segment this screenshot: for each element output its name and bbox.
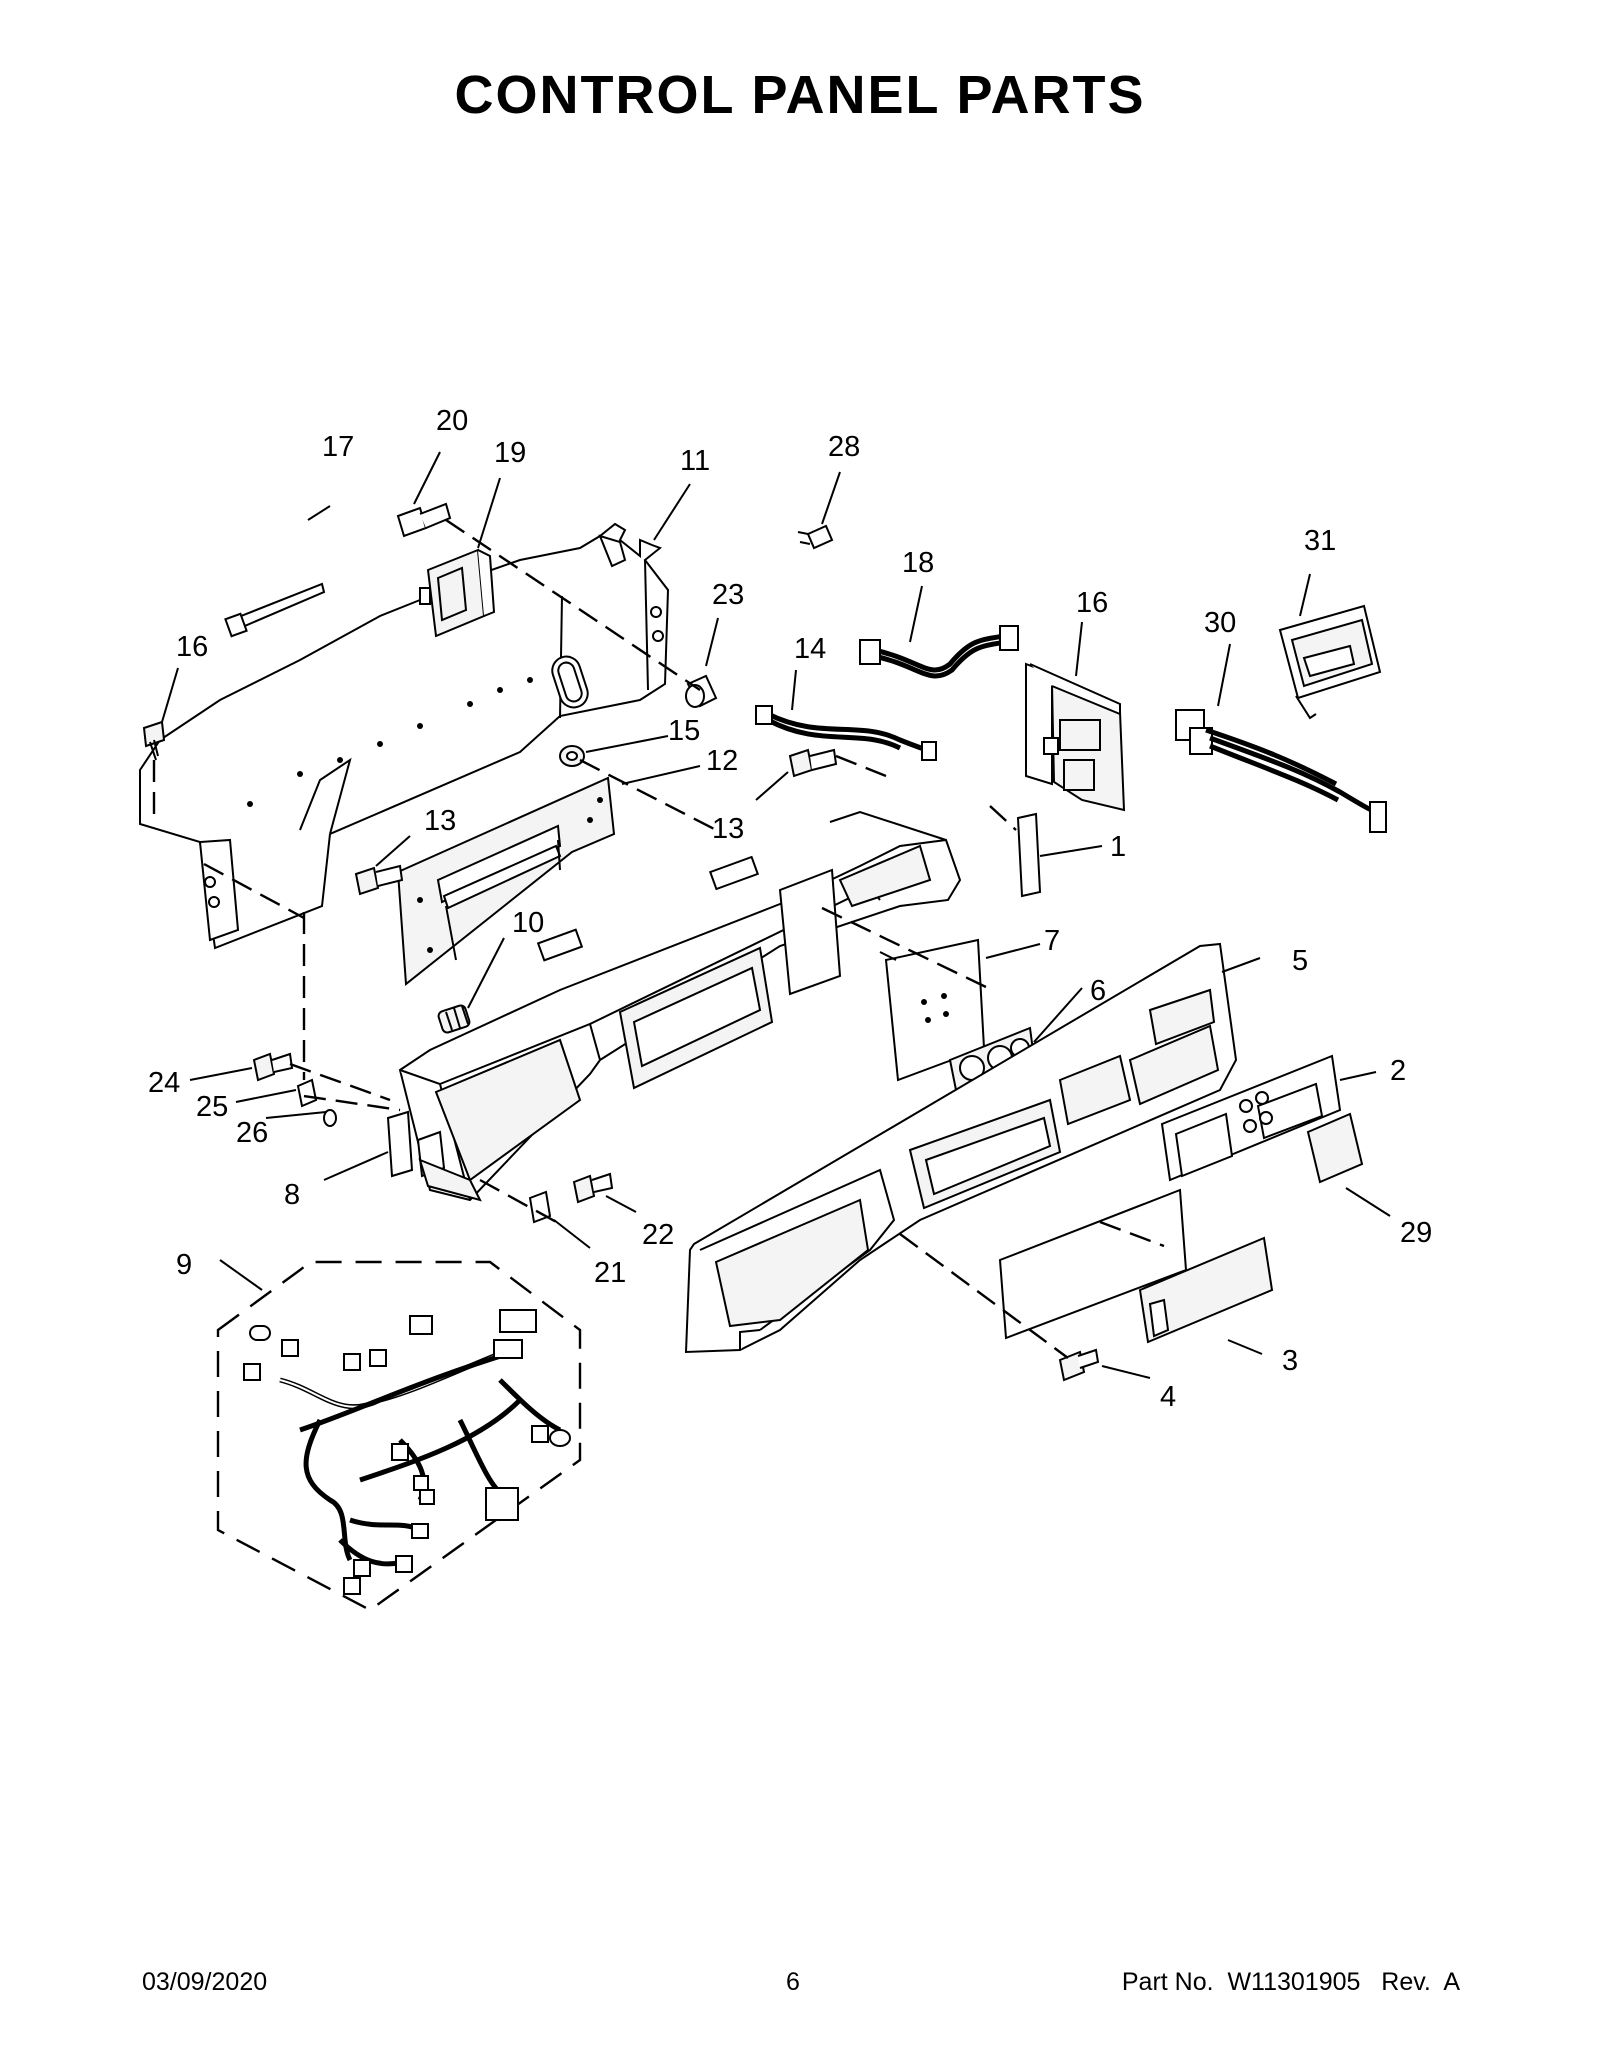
callout-2: 2 xyxy=(1390,1055,1406,1087)
part-29-cover xyxy=(1306,1112,1364,1184)
leader-lines xyxy=(161,451,1391,1379)
part-25-screw xyxy=(252,1052,294,1082)
callout-10: 10 xyxy=(512,907,544,939)
part-13-screw-right xyxy=(788,748,838,778)
callout-1: 1 xyxy=(1110,831,1126,863)
part-19-harness xyxy=(859,625,1019,679)
callout-12: 12 xyxy=(706,745,738,777)
callout-19: 18 xyxy=(902,547,934,579)
footer-part-number: Part No. W11301905 Rev. A xyxy=(1121,1968,1460,1996)
part-8-console-frame xyxy=(386,810,962,1202)
part-28-connector xyxy=(797,524,834,550)
callout-17: 16 xyxy=(1076,587,1108,619)
part-31-switch-module xyxy=(1278,604,1382,720)
callout-7: 7 xyxy=(1044,925,1060,957)
part-11-control-bracket xyxy=(139,522,670,950)
callout-23: 22 xyxy=(642,1219,674,1251)
callout-13-left: 13 xyxy=(424,805,456,837)
part-30-harness xyxy=(1175,709,1387,833)
callout-25: 24 xyxy=(148,1067,180,1099)
part-20-relay xyxy=(419,548,496,638)
callout-27: 26 xyxy=(236,1117,268,1149)
callout-labels: 17 20 19 11 28 18 16 30 31 23 14 16 15 1… xyxy=(148,405,1432,1413)
part-15-nut xyxy=(559,745,585,767)
callout-28: 28 xyxy=(828,431,860,463)
part-5-console-panel xyxy=(684,942,1238,1354)
callout-29: 29 xyxy=(1400,1217,1432,1249)
callout-31: 31 xyxy=(1304,525,1336,557)
part-24-spacer xyxy=(685,674,718,708)
part-4-screw xyxy=(1058,1348,1100,1382)
callout-9: 9 xyxy=(176,1249,192,1281)
part-16-screw xyxy=(142,720,166,761)
part-1-plate xyxy=(1016,812,1042,898)
callout-11: 11 xyxy=(680,445,710,477)
callout-13-right: 13 xyxy=(712,813,744,845)
footer-page-number: 6 xyxy=(786,1968,800,1996)
callout-5: 5 xyxy=(1292,945,1308,977)
part-14-harness xyxy=(755,705,937,761)
footer-date: 03/09/2020 xyxy=(142,1968,268,1996)
callout-18: 17 xyxy=(322,431,354,463)
part-27-washer xyxy=(323,1109,337,1127)
callout-8: 8 xyxy=(284,1179,300,1211)
callout-22: 21 xyxy=(594,1257,626,1289)
part-10-spring xyxy=(437,1004,471,1034)
callout-24: 23 xyxy=(712,579,744,611)
part-9-main-harness xyxy=(216,1260,582,1612)
callout-26: 25 xyxy=(196,1091,228,1123)
callout-15: 15 xyxy=(668,715,700,747)
part-17-control-board xyxy=(1025,662,1126,812)
part-3-display-window xyxy=(998,1188,1274,1344)
part-13-screw-left xyxy=(354,864,404,896)
part-12-ui-board xyxy=(396,776,616,986)
callout-14: 14 xyxy=(794,633,826,665)
page-title: CONTROL PANEL PARTS xyxy=(454,65,1146,125)
part-26-clip xyxy=(296,1078,318,1108)
part-18-cable-tie xyxy=(224,582,326,638)
part-23-screw xyxy=(572,1172,614,1204)
callout-3: 3 xyxy=(1282,1345,1298,1377)
callout-6: 6 xyxy=(1090,975,1106,1007)
assembly-lines xyxy=(152,519,1165,1359)
callout-20: 19 xyxy=(494,437,526,469)
callout-21: 20 xyxy=(436,405,468,437)
callout-16: 16 xyxy=(176,631,208,663)
part-2-overlay xyxy=(1160,1054,1342,1182)
callout-30: 30 xyxy=(1204,607,1236,639)
part-21-screw xyxy=(396,502,452,538)
callout-4: 4 xyxy=(1160,1381,1176,1413)
